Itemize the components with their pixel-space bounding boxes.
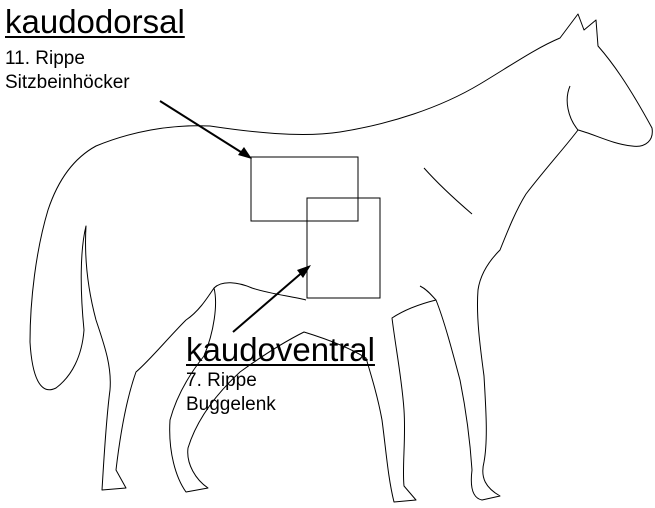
dorsal-arrowhead [238,147,252,159]
elbow-line [420,286,436,300]
dorsal-region-box [251,157,358,221]
shoulder-line [424,168,472,214]
ventral-title: kaudoventral [186,332,375,368]
ventral-pointer-line [233,270,305,332]
ventral-line-2: Buggelenk [186,394,276,416]
dorsal-pointer-line [160,101,244,154]
dorsal-title: kaudodorsal [5,4,185,40]
jaw-line [567,86,578,130]
dorsal-line-2: Sitzbeinhöcker [5,72,130,94]
ventral-region-box [307,198,380,298]
hind-quarter-line [214,283,306,300]
dorsal-line-1: 11. Rippe [5,48,85,70]
ventral-line-1: 7. Rippe [186,370,257,392]
